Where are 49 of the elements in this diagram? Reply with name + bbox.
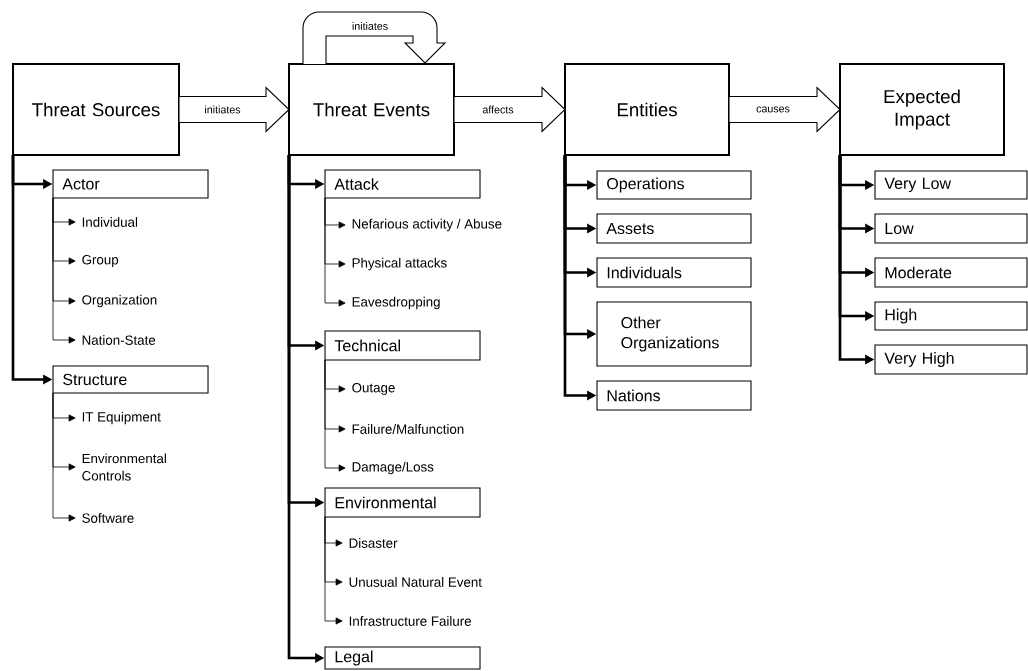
- loop-arrow: [302, 11, 446, 65]
- item-label: Software: [82, 513, 134, 523]
- item-box: Assets: [596, 213, 752, 244]
- item-box: Very High: [874, 344, 1028, 375]
- category-box: Threat Events: [288, 63, 455, 156]
- item-box: Legal: [324, 646, 481, 670]
- item-box: Very Low: [874, 170, 1028, 200]
- item-box: High: [874, 301, 1028, 331]
- item-label: Infrastructure Failure: [349, 616, 471, 626]
- item-box: Environmental: [324, 487, 481, 518]
- item-box: Individuals: [596, 257, 752, 288]
- item-label: Nation-State: [82, 335, 156, 345]
- item-label: Nefarious activity / Abuse: [352, 218, 502, 232]
- item-box: Attack: [324, 169, 481, 199]
- tree-arrow: [52, 197, 76, 344]
- item-box: Low: [874, 213, 1028, 244]
- item-label: Eavesdropping: [352, 296, 440, 310]
- item-label: Disaster: [349, 538, 398, 548]
- item-label: Failure/Malfunction: [352, 424, 464, 434]
- item-label: Physical attacks: [352, 257, 447, 271]
- edge-label: initiates: [205, 105, 241, 114]
- item-box: Nations: [596, 380, 752, 411]
- item-box: Structure: [52, 365, 209, 394]
- tree-arrow: [324, 197, 346, 307]
- block-arrow: [178, 86, 290, 133]
- edge-label: initiates: [352, 22, 388, 30]
- tree-arrow: [52, 392, 76, 522]
- category-box: Expected Impact: [839, 63, 1005, 156]
- item-box: Actor: [52, 169, 209, 199]
- tree-arrow: [324, 359, 346, 472]
- item-label: Outage: [352, 382, 395, 396]
- edge-label: causes: [756, 106, 790, 113]
- item-box: Operations: [596, 170, 752, 200]
- category-box: Entities: [564, 63, 730, 156]
- item-label: Unusual Natural Event: [349, 577, 482, 587]
- category-box: Threat Sources: [12, 63, 180, 156]
- block-arrow: [453, 86, 566, 133]
- tree-arrow: [324, 516, 343, 625]
- block-arrow: [728, 86, 841, 133]
- item-label: Individual: [82, 217, 138, 227]
- item-box: Other Organizations: [596, 301, 752, 367]
- item-box: Moderate: [874, 257, 1028, 288]
- edge-label: affects: [482, 105, 514, 114]
- item-box: Technical: [324, 330, 481, 361]
- item-label: Organization: [82, 294, 157, 308]
- item-label: Group: [82, 254, 119, 268]
- item-label: IT Equipment: [82, 411, 161, 425]
- item-label: Damage/Loss: [352, 461, 434, 475]
- item-label: Environmental Controls: [82, 453, 166, 481]
